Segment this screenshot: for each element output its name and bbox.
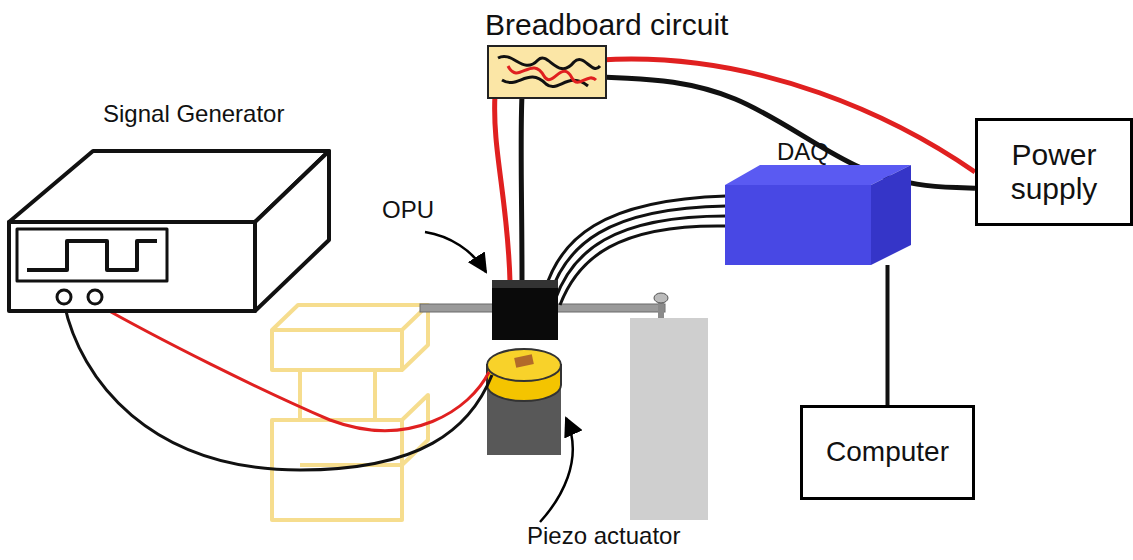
output-terminal — [88, 290, 102, 304]
node-heading: DAQ — [777, 138, 829, 166]
stage-mount — [272, 305, 428, 520]
device-figure: Breadboard circuit — [485, 8, 728, 43]
breadboard-wiring — [498, 56, 600, 86]
generator-side — [255, 151, 329, 311]
device-figure: DAQ — [725, 138, 829, 166]
device-figure: Signal Generator — [5, 100, 284, 128]
signal-wires — [545, 196, 726, 305]
output-terminal — [57, 290, 71, 304]
node-heading: Signal Generator — [103, 100, 284, 128]
generator-front — [9, 222, 255, 311]
breadboard-body — [488, 46, 606, 98]
support-block — [630, 318, 708, 520]
box-label: Computer — [826, 436, 949, 468]
leader-line — [425, 232, 486, 272]
ground-wire — [519, 95, 525, 282]
daq-side — [871, 165, 911, 265]
box-label: Power supply — [988, 138, 1120, 207]
daq-box — [725, 165, 911, 265]
breadboard — [488, 46, 606, 98]
wire-connector — [606, 77, 975, 188]
device-box: Computer — [800, 405, 975, 500]
daq-front — [725, 185, 871, 265]
node-heading: Breadboard circuit — [485, 8, 728, 43]
signal-lead-black — [64, 303, 492, 470]
square-wave-symbol — [27, 241, 157, 270]
wire-connector — [886, 265, 890, 405]
screw — [654, 293, 668, 318]
callout-label: Piezo actuator — [527, 522, 680, 550]
signal-generator-body — [5, 145, 335, 315]
leader-line — [540, 418, 573, 522]
supply-wire-red — [600, 59, 975, 172]
generator-screen — [17, 229, 167, 281]
power-wire — [495, 95, 510, 282]
opu-cube — [492, 280, 558, 340]
piezo-actuator — [487, 349, 561, 455]
breadboard-wiring — [508, 66, 596, 82]
signal-lead-red — [95, 303, 489, 431]
device-box: Power supply — [975, 118, 1133, 226]
callout-label: OPU — [382, 196, 434, 224]
